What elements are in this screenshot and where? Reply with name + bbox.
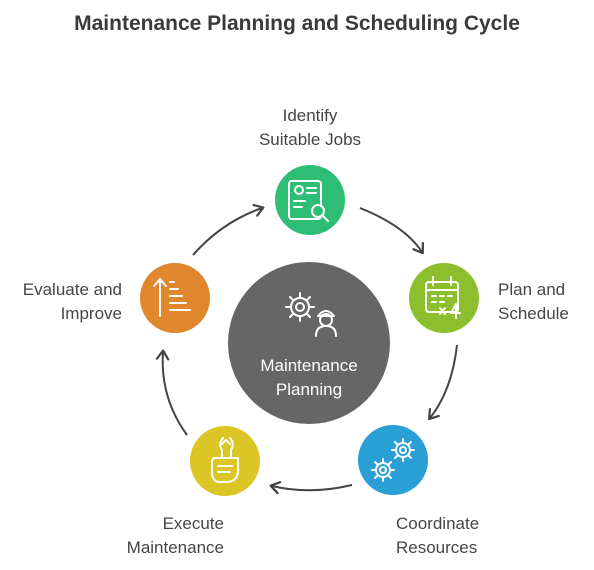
calendar-icon: [425, 276, 461, 319]
step-label-execute-line1: Execute: [162, 514, 224, 533]
gears-icon: [371, 438, 415, 482]
step-label-evaluate-line2: Improve: [60, 304, 122, 323]
step-label-coordinate-line1: Coordinate: [396, 514, 480, 533]
step-label-execute-line2: Maintenance: [126, 538, 224, 557]
step-label-plan-line1: Plan and: [498, 280, 566, 299]
step-label-coordinate-line2: Resources: [396, 538, 478, 557]
arrow-coordinate-to-execute: [269, 481, 353, 495]
step-label-plan: Plan and Schedule: [498, 278, 569, 326]
step-label-identify-line1: Identify: [282, 106, 338, 125]
arrow-identify-to-plan: [359, 207, 424, 255]
center-label-line2: Planning: [275, 380, 343, 399]
center-label: Maintenance Planning: [229, 354, 389, 402]
step-label-plan-line2: Schedule: [498, 304, 569, 323]
step-label-identify: Identify Suitable Jobs: [230, 104, 390, 152]
arrow-execute-to-evaluate: [155, 349, 188, 436]
center-label-line1: Maintenance: [260, 356, 358, 375]
ascending-bars-icon: [153, 278, 191, 317]
step-label-evaluate-line1: Evaluate and: [22, 280, 122, 299]
page-title: Maintenance Planning and Scheduling Cycl…: [74, 12, 520, 35]
step-label-evaluate: Evaluate and Improve: [0, 278, 122, 326]
step-label-identify-line2: Suitable Jobs: [258, 130, 362, 149]
step-circle-evaluate: [140, 263, 210, 333]
step-label-coordinate: Coordinate Resources: [396, 512, 479, 560]
document-search-icon: [288, 180, 329, 222]
gear-worker-icon: [285, 292, 337, 337]
center-circle: [228, 262, 390, 424]
step-circle-plan: [409, 263, 479, 333]
step-circle-execute: [190, 426, 260, 496]
step-circle-coordinate: [358, 425, 428, 495]
arrow-plan-to-coordinate: [428, 344, 458, 421]
hand-wrench-icon: [211, 437, 239, 483]
step-label-execute: Execute Maintenance: [90, 512, 224, 560]
arrow-evaluate-to-identify: [192, 203, 265, 256]
step-circle-identify: [275, 165, 345, 235]
